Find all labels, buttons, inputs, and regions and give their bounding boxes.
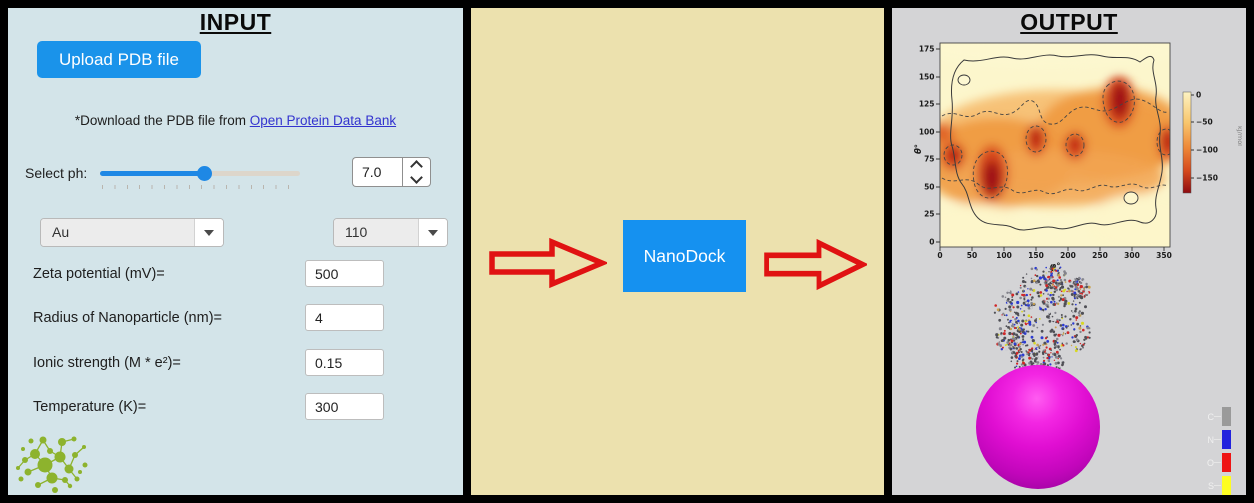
x-tick: 100 bbox=[996, 251, 1012, 260]
x-tick: 300 bbox=[1124, 251, 1140, 260]
download-note-text: *Download the PDB file from bbox=[74, 113, 246, 128]
radius-label: Radius of Nanoparticle (nm)= bbox=[33, 310, 222, 326]
spinner-down-icon[interactable] bbox=[410, 171, 423, 184]
x-tick: 350 bbox=[1156, 251, 1172, 260]
y-tick: 150 bbox=[919, 73, 935, 82]
ph-value-input[interactable] bbox=[352, 157, 402, 187]
y-tick: 100 bbox=[919, 128, 935, 137]
nanoparticle-molecule-icon bbox=[16, 436, 88, 493]
ph-number-box bbox=[352, 157, 431, 187]
x-tickmarks bbox=[939, 247, 1165, 251]
facet-dropdown-button[interactable] bbox=[418, 219, 447, 246]
legend-tick bbox=[1214, 485, 1221, 486]
chevron-down-icon bbox=[204, 229, 214, 236]
download-note: *Download the PDB file from Open Protein… bbox=[8, 113, 463, 128]
carbon-swatch bbox=[1222, 407, 1231, 426]
temperature-label: Temperature (K)= bbox=[33, 399, 147, 415]
atom-color-legend: C N O S bbox=[1202, 407, 1231, 499]
open-protein-data-bank-link[interactable]: Open Protein Data Bank bbox=[249, 113, 397, 128]
colorbar-tick: 0 bbox=[1196, 91, 1201, 100]
ph-slider-thumb[interactable] bbox=[197, 166, 212, 181]
facet-dropdown-value: 110 bbox=[334, 219, 418, 246]
nitrogen-swatch bbox=[1222, 430, 1231, 449]
legend-tick bbox=[1214, 439, 1221, 440]
energy-heatmap-figure: 0 50 100 150 200 250 300 350 0 25 50 75 … bbox=[914, 42, 1242, 272]
colorbar bbox=[1182, 91, 1192, 194]
heatmap-contours bbox=[941, 54, 1170, 231]
zeta-potential-input[interactable] bbox=[305, 260, 384, 287]
y-tick: 0 bbox=[929, 238, 934, 247]
y-tick: 50 bbox=[924, 183, 934, 192]
input-panel: INPUT Upload PDB file *Download the PDB … bbox=[8, 8, 463, 495]
legend-label: C bbox=[1207, 411, 1215, 422]
legend-row-carbon: C bbox=[1202, 407, 1231, 426]
ionic-strength-label: Ionic strength (M * e²)= bbox=[33, 355, 181, 371]
y-axis-label: θ° bbox=[914, 144, 924, 154]
ph-slider[interactable] bbox=[100, 166, 300, 184]
y-tick: 175 bbox=[919, 45, 935, 54]
x-tick: 0 bbox=[937, 251, 942, 260]
y-tick: 25 bbox=[924, 210, 934, 219]
radius-input[interactable] bbox=[305, 304, 384, 331]
material-dropdown[interactable]: Au bbox=[40, 218, 224, 247]
protein-atom-dots bbox=[993, 266, 1091, 375]
legend-label: O bbox=[1206, 457, 1214, 468]
ph-slider-label: Select ph: bbox=[25, 165, 88, 181]
flow-arrow-input-icon bbox=[489, 237, 607, 289]
material-dropdown-value: Au bbox=[41, 219, 194, 246]
process-panel: NanoDock bbox=[471, 8, 884, 495]
molecule-atoms bbox=[16, 436, 88, 493]
sulfur-swatch bbox=[1222, 476, 1231, 495]
protein-molecule-render bbox=[993, 266, 1091, 375]
input-panel-title: INPUT bbox=[199, 9, 272, 35]
ph-slider-tickmarks bbox=[102, 185, 300, 189]
nanodock-button[interactable]: NanoDock bbox=[623, 220, 746, 292]
legend-label: N bbox=[1207, 434, 1215, 445]
ph-spinner[interactable] bbox=[402, 157, 431, 187]
colorbar-label: kJ/mol bbox=[1236, 126, 1242, 146]
y-tick: 75 bbox=[924, 155, 934, 164]
oxygen-swatch bbox=[1222, 453, 1231, 472]
upload-pdb-button[interactable]: Upload PDB file bbox=[37, 41, 201, 78]
ionic-strength-input[interactable] bbox=[305, 349, 384, 376]
nanoparticle-sphere-render bbox=[976, 365, 1100, 489]
x-axis-label: φ° bbox=[1050, 262, 1061, 272]
x-tick: 200 bbox=[1060, 251, 1076, 260]
chevron-down-icon bbox=[428, 229, 438, 236]
colorbar-tick: −100 bbox=[1196, 146, 1218, 155]
legend-tick bbox=[1214, 462, 1221, 463]
colorbar-tick: −50 bbox=[1196, 118, 1213, 127]
legend-label: S bbox=[1207, 480, 1214, 491]
ph-slider-fill bbox=[100, 171, 204, 176]
legend-row-nitrogen: N bbox=[1202, 430, 1231, 449]
legend-tick bbox=[1214, 416, 1221, 417]
y-tickmarks bbox=[936, 48, 940, 243]
output-panel: OUTPUT bbox=[892, 8, 1246, 495]
output-panel-title: OUTPUT bbox=[1020, 9, 1118, 35]
flow-arrow-output-icon bbox=[764, 238, 867, 291]
x-tick: 50 bbox=[967, 251, 977, 260]
temperature-input[interactable] bbox=[305, 393, 384, 420]
legend-row-sulfur: S bbox=[1202, 476, 1231, 495]
y-tick: 125 bbox=[919, 100, 935, 109]
facet-dropdown[interactable]: 110 bbox=[333, 218, 448, 247]
colorbar-tick: −150 bbox=[1196, 174, 1218, 183]
x-tick: 250 bbox=[1092, 251, 1108, 260]
x-tick: 150 bbox=[1028, 251, 1044, 260]
colorbar-tickmarks bbox=[1191, 94, 1194, 179]
zeta-potential-label: Zeta potential (mV)= bbox=[33, 266, 165, 282]
material-dropdown-button[interactable] bbox=[194, 219, 223, 246]
legend-row-oxygen: O bbox=[1202, 453, 1231, 472]
